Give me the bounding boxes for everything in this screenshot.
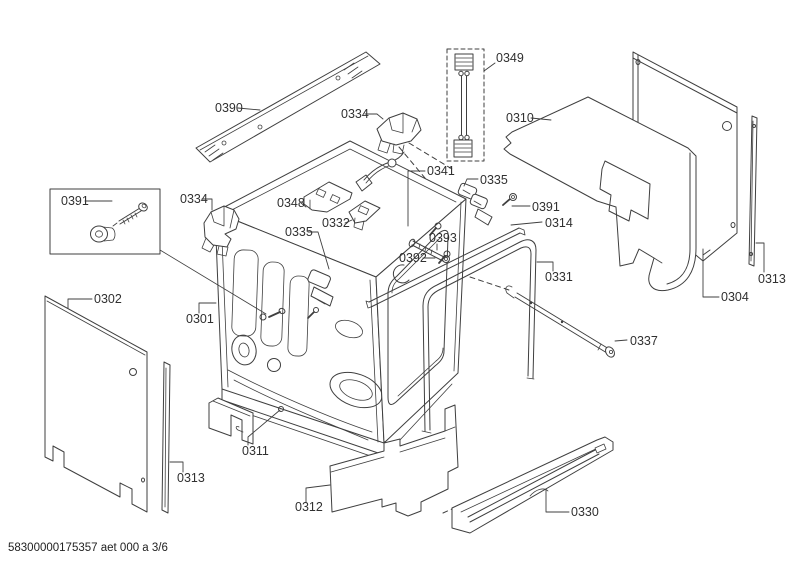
leader-line-0304 — [702, 248, 720, 298]
inset-pointer-line — [159, 249, 267, 315]
base-channel-0330 — [442, 436, 614, 534]
part-label-0310: 0310 — [506, 111, 534, 125]
part-label-0392: 0392 — [399, 251, 427, 265]
leader-line-0310 — [530, 117, 552, 121]
part-label-0334: 0334 — [180, 192, 208, 206]
foam-base-0311 — [208, 397, 254, 445]
clamp-0335-right — [457, 182, 493, 226]
leader-line-0314 — [510, 221, 543, 226]
screws-0393 — [429, 222, 451, 264]
leader-line-0341 — [407, 170, 426, 227]
left-panel-0302 — [44, 295, 148, 513]
part-label-0334: 0334 — [341, 107, 369, 121]
part-label-0391: 0391 — [61, 194, 89, 208]
part-label-0301: 0301 — [186, 312, 214, 326]
leader-line-0302 — [67, 298, 93, 309]
tube-0337 — [469, 276, 615, 358]
part-label-0332: 0332 — [322, 216, 350, 230]
part-label-0341: 0341 — [427, 164, 455, 178]
leader-line-0312 — [305, 484, 331, 503]
leader-line-0313 — [755, 242, 765, 273]
part-label-0393: 0393 — [429, 231, 457, 245]
part-label-0348: 0348 — [277, 196, 305, 210]
leader-line-0337 — [614, 339, 628, 342]
bracket-0332 — [348, 200, 381, 231]
leader-line-0349 — [483, 62, 496, 72]
insulation-mat-0310 — [503, 96, 697, 292]
rail-0314 — [365, 227, 526, 309]
part-label-0391: 0391 — [532, 200, 560, 214]
part-label-0311: 0311 — [242, 444, 269, 458]
leader-line-0335 — [307, 231, 330, 270]
leader-line-0390 — [237, 107, 261, 111]
document-number: 58300000175357 aet 000 a 3/6 — [8, 542, 168, 554]
foam-panel-0312 — [329, 404, 459, 517]
wire-harness-0341 — [355, 151, 405, 192]
part-label-0335: 0335 — [285, 225, 313, 239]
part-label-0312: 0312 — [295, 500, 323, 514]
screw-0391-right — [502, 193, 517, 206]
inset-detail-box-0391 — [49, 188, 161, 255]
part-label-0313: 0313 — [758, 272, 786, 286]
leader-lines — [67, 62, 765, 513]
leader-line-0334 — [201, 198, 213, 211]
supply-hose-0349 — [446, 48, 485, 162]
leader-line-0330 — [545, 488, 570, 513]
latch-0334-top — [376, 112, 422, 155]
leader-line-0335 — [463, 178, 479, 187]
part-label-0335: 0335 — [480, 173, 508, 187]
door-frame-0331 — [421, 239, 537, 434]
part-label-0390: 0390 — [215, 101, 243, 115]
clamp-0335-left — [307, 269, 334, 319]
part-label-0302: 0302 — [94, 292, 122, 306]
leader-line-0313 — [169, 461, 184, 473]
part-label-0349: 0349 — [496, 51, 524, 65]
leader-line-0311 — [247, 409, 281, 446]
top-trim-strip-0390 — [195, 51, 381, 163]
leader-line-0332 — [344, 219, 353, 224]
part-label-0313: 0313 — [177, 471, 205, 485]
part-label-0337: 0337 — [630, 334, 658, 348]
leader-line-0334 — [364, 113, 384, 120]
part-label-0331: 0331 — [545, 270, 573, 284]
part-labels: 0390 0334 0349 0310 0341 0335 0391 0314 03930392… — [61, 51, 786, 519]
mount-dash-line — [398, 146, 431, 185]
part-label-0330: 0330 — [571, 505, 599, 519]
part-label-0314: 0314 — [545, 216, 573, 230]
leader-line-0348 — [300, 202, 307, 208]
trim-strip-0313-left — [161, 361, 171, 514]
hose-hook — [392, 264, 410, 284]
leader-line-0331 — [536, 261, 554, 272]
latch-0334-left — [201, 205, 240, 257]
leader-line-0301 — [198, 302, 217, 314]
bracket-0348 — [303, 181, 353, 213]
trim-strip-0313-right — [748, 115, 758, 267]
part-label-0304: 0304 — [721, 290, 749, 304]
